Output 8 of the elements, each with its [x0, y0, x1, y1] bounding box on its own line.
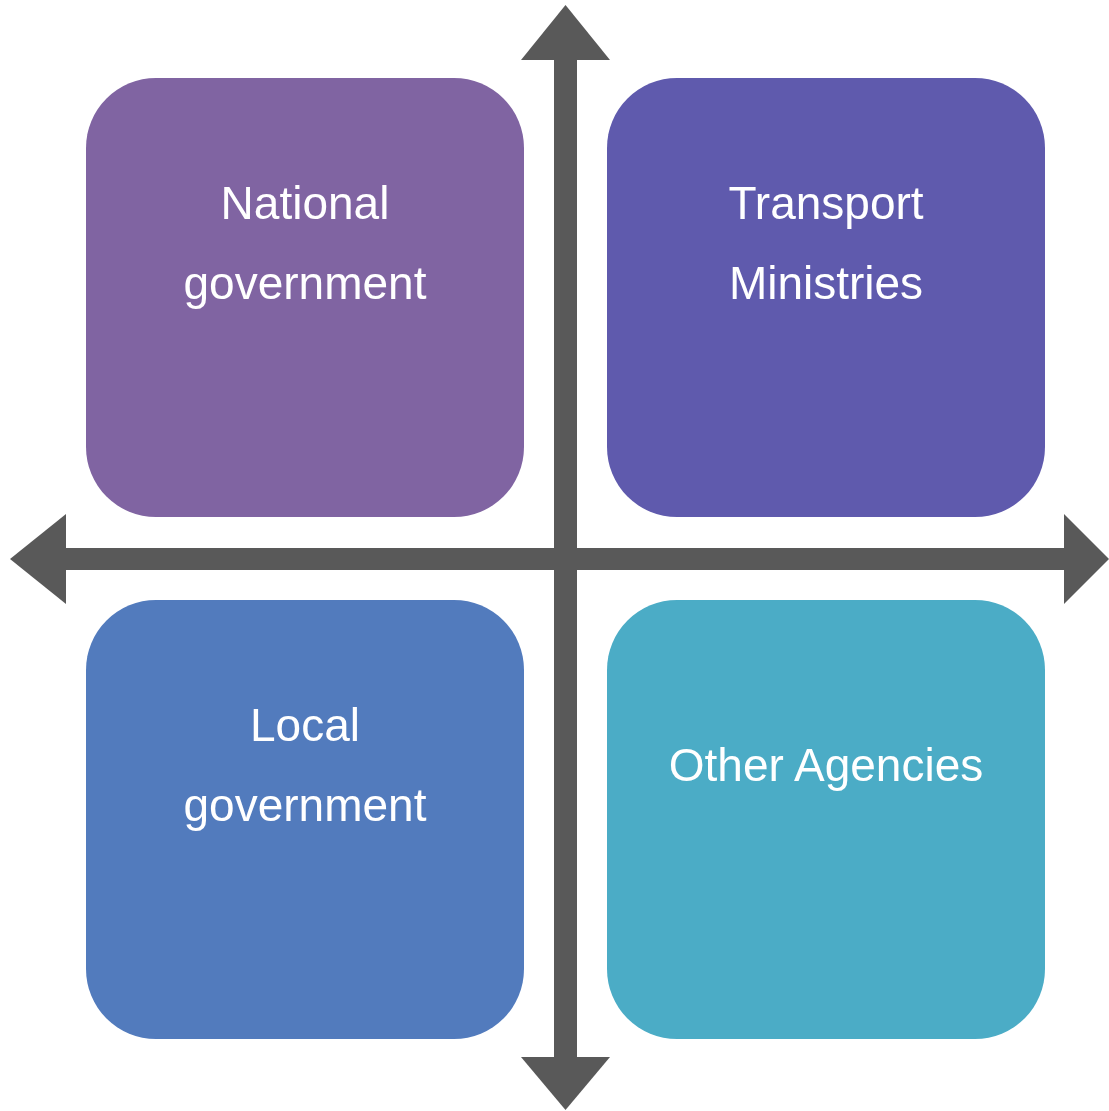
box-label: Local government [182, 697, 428, 833]
box-label: National government [182, 175, 428, 311]
rounded-box [86, 78, 524, 517]
rounded-box [607, 600, 1045, 1039]
box-label: Other Agencies [667, 737, 985, 793]
rounded-box [86, 600, 524, 1039]
box-label: Transport Ministries [727, 175, 925, 311]
rounded-box [607, 78, 1045, 517]
